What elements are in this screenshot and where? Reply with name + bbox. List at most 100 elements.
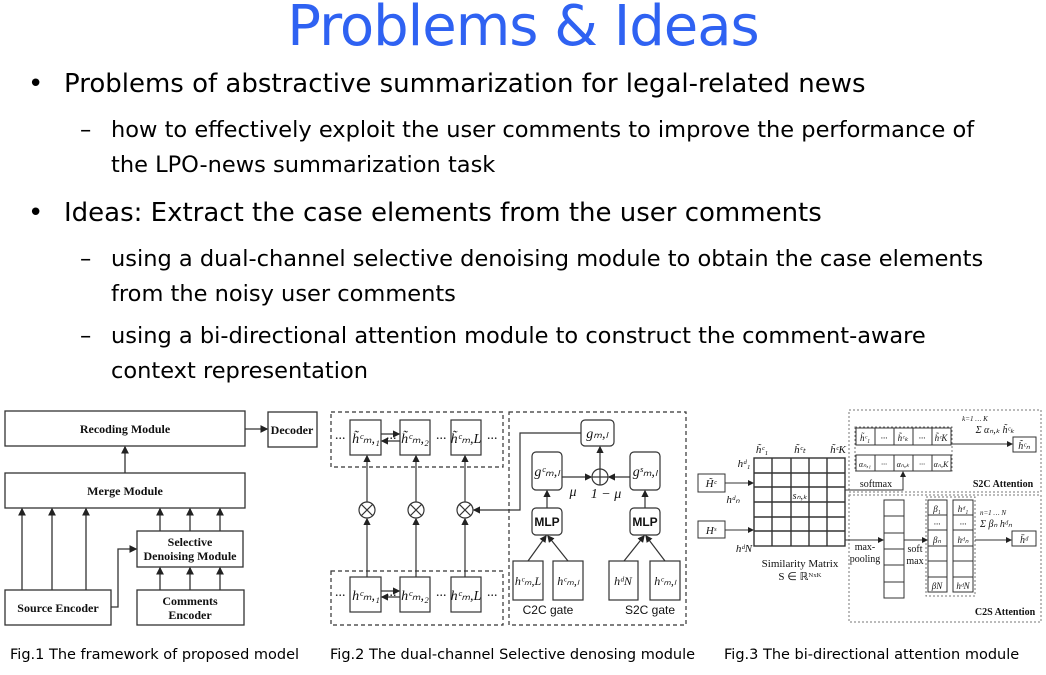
c2c-input-1: hᶜₘ,L [515, 574, 542, 588]
mu-label: μ [568, 485, 576, 500]
ellipsis: ··· [335, 589, 346, 604]
ellipsis: ··· [386, 589, 397, 604]
selective-label-1: Selective [168, 535, 213, 549]
s2c-cell: h̃ᶜ₁ [860, 433, 870, 443]
c2c-gate-value: gᶜₘ,ₗ [534, 465, 561, 480]
s2c-cell: ··· [919, 433, 926, 443]
s2c-mlp-label: MLP [632, 515, 657, 529]
ellipsis: ··· [335, 432, 346, 447]
ellipsis: ··· [487, 432, 498, 447]
slide-title: Problems & Ideas [287, 0, 759, 59]
comments-label-2: Encoder [168, 608, 212, 622]
s2c-input-2: hᶜₘ,ₗ [654, 574, 677, 588]
bottom-dashed-group [330, 570, 504, 626]
gate-dashed-group [508, 411, 687, 626]
col-label-1: h̃ᶜ₁ [756, 443, 768, 456]
alpha-cell: αₙ,₁ [859, 460, 871, 469]
hd-cell: hᵈₙ [958, 535, 969, 545]
c2s-title: C2S Attention [975, 607, 1036, 618]
s2c-cell: h̃ᶜK [935, 433, 949, 443]
hd-cell: hᵈN [956, 581, 970, 591]
sub-bullet-line: from the noisy user comments [111, 281, 456, 307]
s2c-cell: h̃ᶜₖ [898, 433, 909, 443]
c2s-sum-limits: n=1 … N [980, 509, 1006, 517]
ellipsis: ··· [436, 589, 447, 604]
softmax-label: softmax [860, 479, 892, 490]
dash-glyph: – [80, 323, 92, 349]
multiply-icon [358, 501, 474, 519]
fig3-caption: Fig.3 The bi-directional attention modul… [724, 647, 1020, 663]
merge-module-label: Merge Module [87, 484, 163, 498]
beta-cell: ··· [934, 519, 941, 529]
bottom-state-L: hᶜₘ,L [451, 589, 482, 604]
gate-output: gₘ,ₗ [586, 427, 609, 442]
c2s-sum: Σ βₙ hᵈₙ [979, 519, 1013, 530]
matrix-cell-label: sₙ,ₖ [793, 491, 808, 502]
maxpool-label-2: pooling [850, 554, 881, 565]
top-state-1: h̃ᶜₘ,₁ [352, 430, 380, 447]
bottom-state-1: hᶜₘ,₁ [352, 589, 380, 604]
bullet-text: Ideas: Extract the case elements from th… [64, 198, 822, 228]
decoder-label: Decoder [271, 423, 314, 437]
ellipsis: ··· [386, 432, 397, 447]
row-label-1: hᵈ₁ [738, 458, 751, 470]
alpha-cell: αₙ,ₖ [897, 460, 910, 469]
hc-input-label: H̃ᶜ [705, 477, 718, 490]
softmax-label-1: soft [908, 544, 923, 555]
s2c-cell: ··· [881, 433, 888, 443]
c2s-attention-group [848, 494, 1042, 623]
recoding-module-label: Recoding Module [80, 422, 171, 436]
beta-cell: βN [931, 581, 943, 591]
matrix-label: Similarity Matrix [762, 558, 839, 570]
sub-bullet-line: context representation [111, 358, 368, 384]
matrix-formula: S ∈ ℝᴺˣᴷ [778, 571, 821, 583]
c2s-output: h̄ᵈ [1020, 534, 1029, 546]
c2c-input-2: hᶜₘ,ₗ [557, 574, 580, 588]
top-state-L: h̃ᶜₘ,L [451, 430, 482, 447]
dash-glyph: – [80, 246, 92, 272]
dash-glyph: – [80, 117, 92, 143]
hd-cell: hᵈ₁ [958, 504, 968, 514]
alpha-cell: ··· [881, 460, 887, 469]
sub-bullet-line: the LPO-news summarization task [111, 152, 496, 178]
c2c-mlp-label: MLP [534, 515, 559, 529]
beta-cell: βₙ [932, 535, 941, 545]
similarity-matrix [753, 457, 846, 547]
source-encoder-label: Source Encoder [17, 601, 99, 615]
ellipsis: ··· [487, 589, 498, 604]
fig1-arrows [18, 425, 269, 608]
alpha-cell: ··· [919, 460, 925, 469]
s2c-sum: Σ αₙ,ₖ h̃ᶜₖ [975, 423, 1016, 436]
s2c-gate-label: S2C gate [625, 603, 675, 617]
col-label-K: h̃ᶜK [830, 443, 846, 456]
hs-input-label: Hˢ [705, 525, 717, 537]
hd-cell: ··· [960, 519, 967, 529]
selective-label-2: Denoising Module [143, 549, 237, 563]
top-dashed-group [330, 411, 504, 468]
sub-bullet-line: how to effectively exploit the user comm… [111, 117, 975, 143]
s2c-input-1: hᵈN [614, 574, 633, 588]
bottom-state-2: hᶜₘ,₂ [401, 589, 429, 604]
alpha-cell: αₙ,K [934, 460, 949, 469]
fig1-caption: Fig.1 The framework of proposed model [10, 647, 300, 663]
bullet-text: Problems of abstractive summarization fo… [64, 69, 866, 99]
top-state-2: h̃ᶜₘ,₂ [401, 430, 429, 447]
one-minus-mu-label: 1 − μ [591, 487, 621, 502]
bullet-glyph: • [28, 198, 44, 228]
c2c-gate-label: C2C gate [523, 603, 574, 617]
comments-label-1: Comments [162, 594, 218, 608]
row-label-N: hᵈN [736, 543, 753, 555]
bullet-glyph: • [28, 69, 44, 99]
beta-cell: β₁ [932, 504, 941, 514]
sub-bullet-line: using a bi-directional attention module … [111, 323, 926, 349]
s2c-title: S2C Attention [973, 479, 1034, 490]
fig2-caption: Fig.2 The dual-channel Selective denosin… [330, 647, 696, 663]
s2c-output: h̃ᶜₙ [1018, 439, 1031, 452]
row-label-n: hᵈₙ [726, 494, 740, 506]
add-icon [591, 468, 609, 486]
fig3-attention-diagram: h̃ᶜ₁ h̃ᶜₜ h̃ᶜK hᵈ₁ hᵈₙ hᵈN H̃ᶜ Hˢ sₙ,ₖ h… [697, 409, 1042, 623]
sub-bullet-line: using a dual-channel selective denoising… [111, 246, 984, 272]
col-label-t: h̃ᶜₜ [794, 443, 806, 456]
s2c-sum-limits: k=1 … K [962, 415, 988, 423]
